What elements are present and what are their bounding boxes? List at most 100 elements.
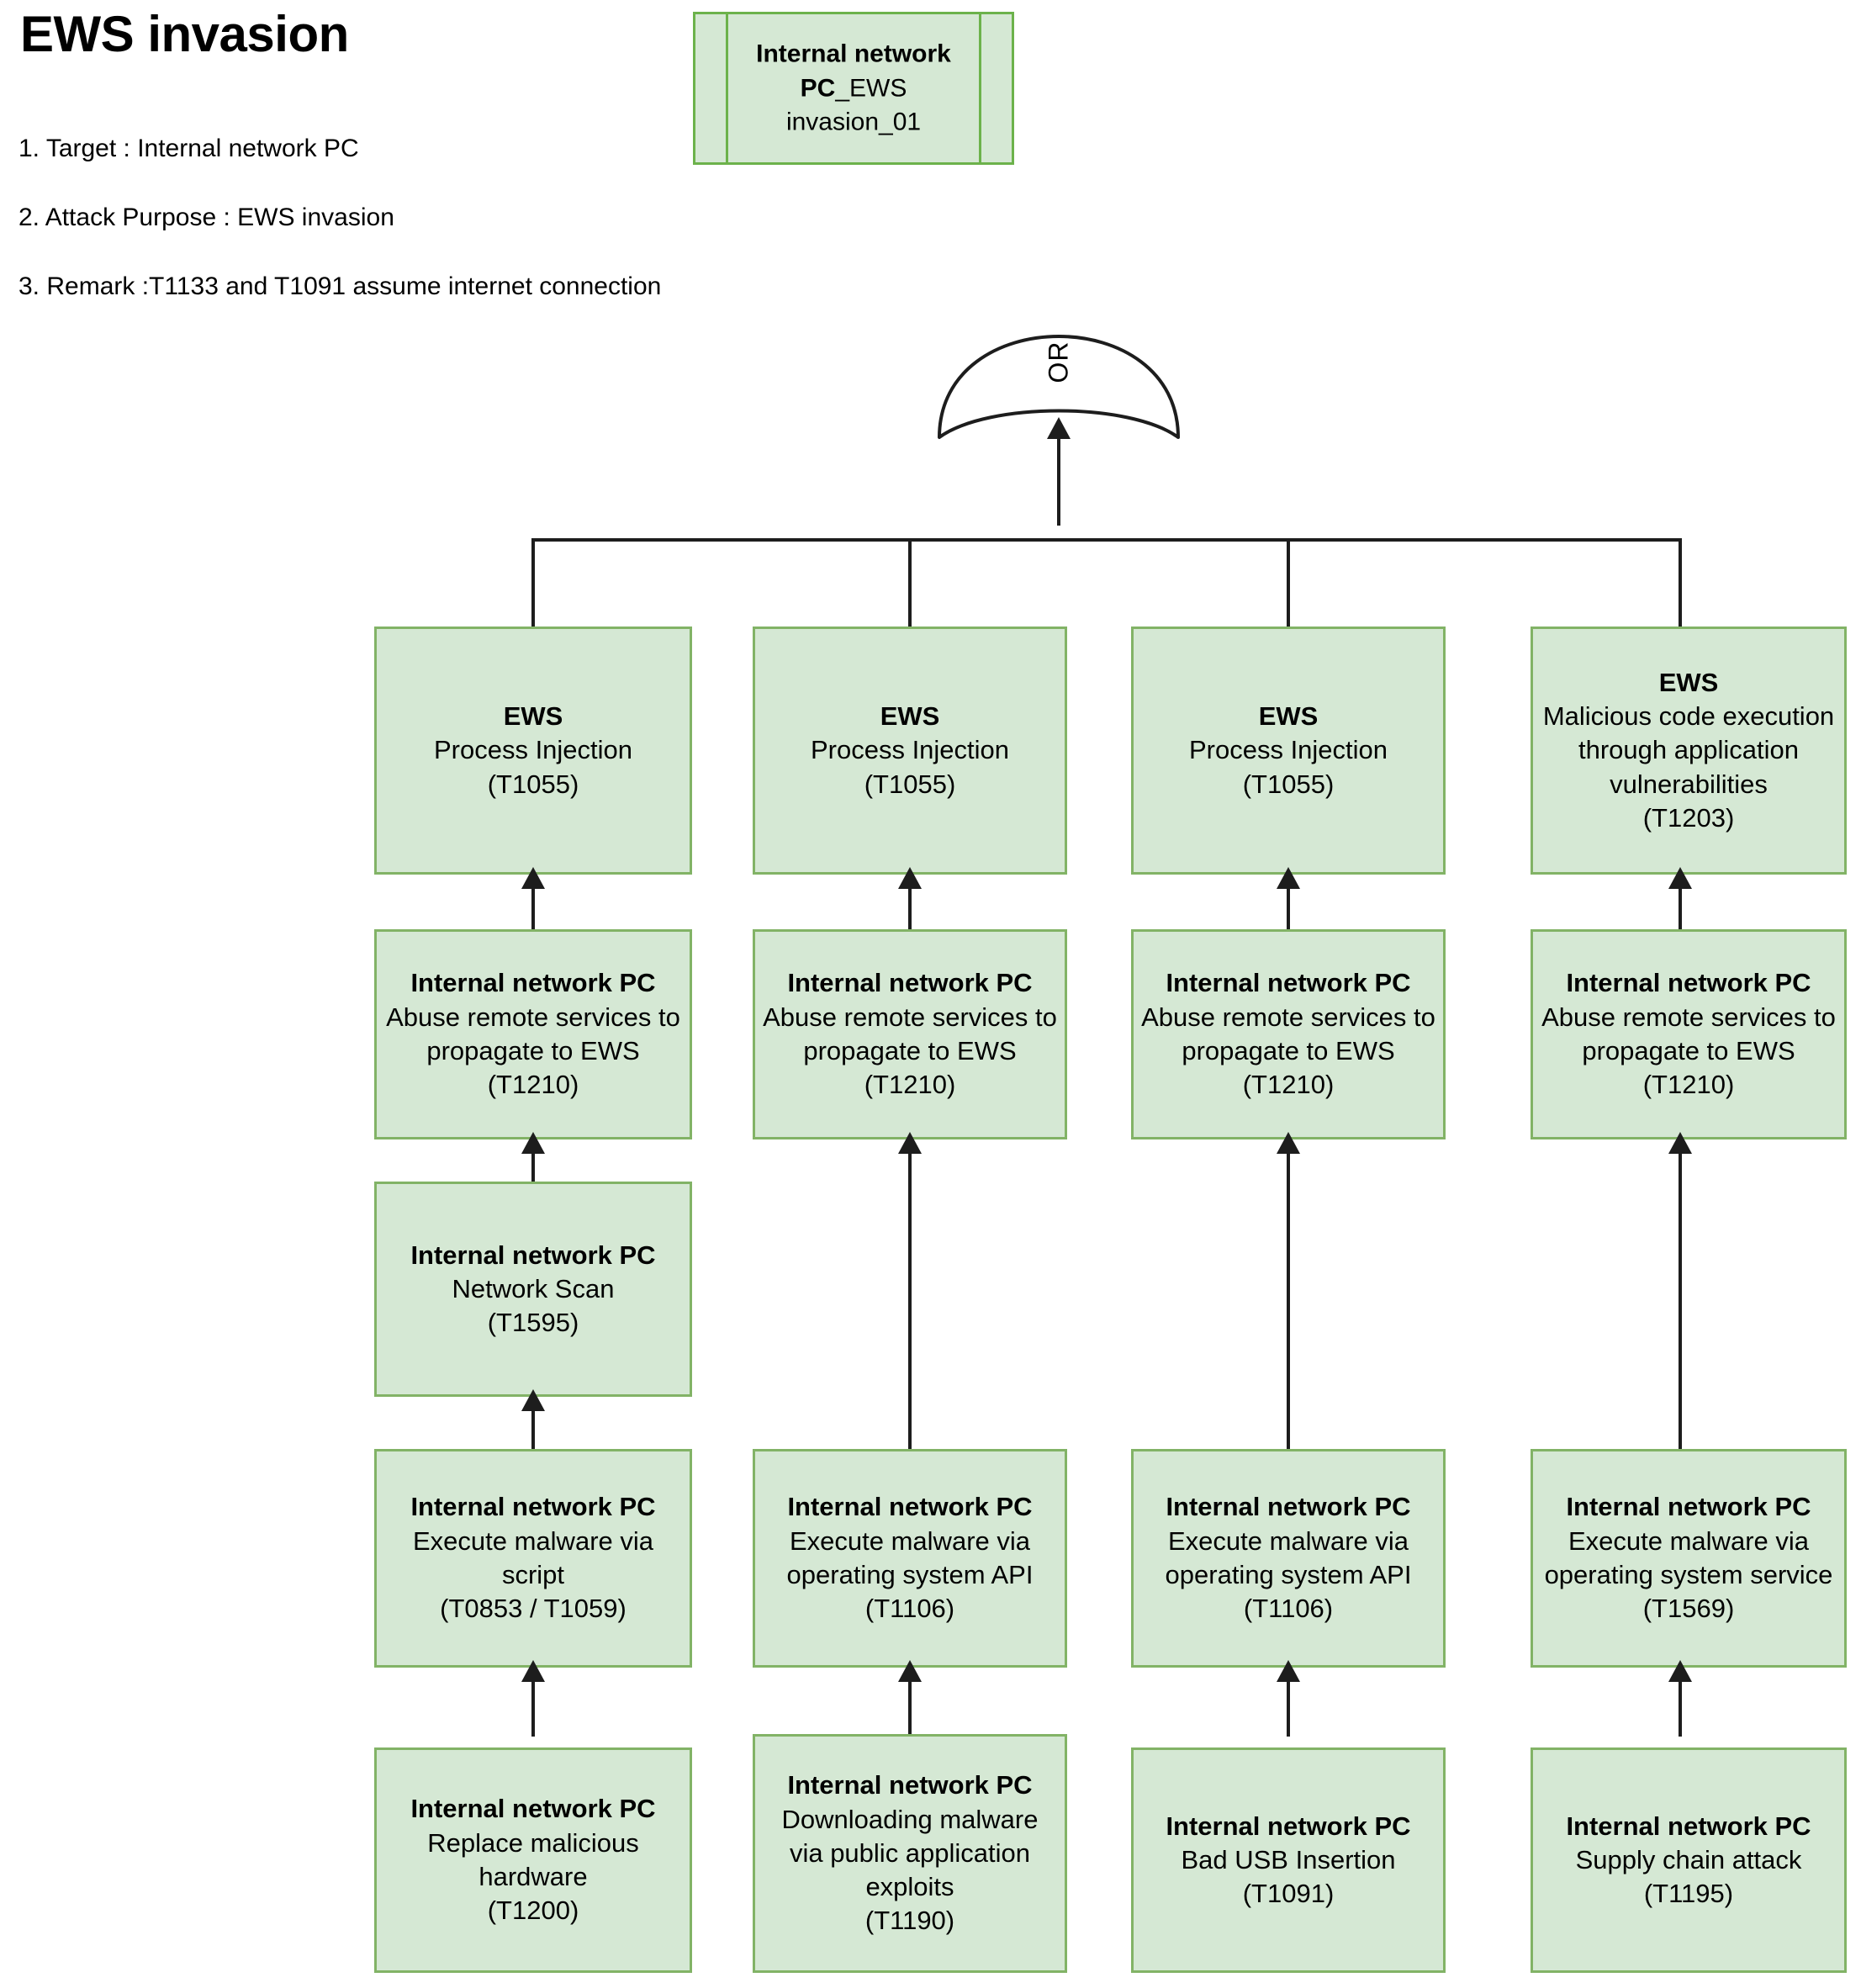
node-code: (T1569) (1642, 1594, 1735, 1624)
node-c2-r2[interactable]: Internal network PC Abuse remote service… (753, 929, 1067, 1139)
node-c3-r2-label: Internal network PC Abuse remote service… (1140, 966, 1436, 1102)
arrow-c4-r2-to-r1 (1668, 867, 1692, 889)
arrow-c3-r2-to-r1 (1277, 867, 1300, 889)
node-c2-r5[interactable]: Internal network PC Downloading malware … (753, 1734, 1067, 1973)
arrow-c1-r4-to-r3 (521, 1389, 545, 1411)
node-code: (T1210) (864, 1070, 956, 1100)
connector-c3-r5-to-r4 (1287, 1676, 1290, 1737)
root-node-ews-invasion[interactable]: Internal network PC_EWS invasion_01 (693, 12, 1014, 165)
node-actor: EWS (1658, 667, 1719, 697)
node-c2-r1[interactable]: EWS Process Injection (T1055) (753, 627, 1067, 875)
node-c4-r1-label: EWS Malicious code execution through app… (1540, 666, 1837, 835)
node-technique: Bad USB Insertion (1181, 1844, 1396, 1874)
node-actor: Internal network PC (1566, 1492, 1811, 1522)
node-technique: Process Injection (433, 735, 633, 765)
arrow-c3-r4-to-r2 (1277, 1132, 1300, 1154)
connector-c3-r4-to-r2 (1287, 1148, 1290, 1453)
note-attack-purpose: 2. Attack Purpose : EWS invasion (19, 204, 394, 231)
node-technique: Execute malware via script (412, 1525, 653, 1589)
bus-drop-col1 (531, 538, 535, 629)
node-actor: Internal network PC (1566, 1811, 1811, 1841)
node-c1-r4-label: Internal network PC Execute malware via … (383, 1490, 683, 1626)
node-code: (T1203) (1642, 802, 1735, 833)
node-c4-r4[interactable]: Internal network PC Execute malware via … (1531, 1449, 1847, 1668)
node-c3-r4[interactable]: Internal network PC Execute malware via … (1131, 1449, 1446, 1668)
root-node-line3: invasion_01 (785, 108, 922, 136)
or-gate: OR (936, 278, 1182, 446)
bus-drop-col3 (1287, 538, 1290, 629)
node-technique: Supply chain attack (1575, 1844, 1802, 1874)
node-technique: Execute malware via operating system API (1165, 1525, 1412, 1589)
arrow-c1-r3-to-r2 (521, 1132, 545, 1154)
root-node-line2-bold: PC (800, 73, 836, 102)
node-c1-r3[interactable]: Internal network PC Network Scan (T1595) (374, 1182, 692, 1397)
node-c4-r2[interactable]: Internal network PC Abuse remote service… (1531, 929, 1847, 1139)
node-code: (T1106) (1243, 1594, 1334, 1624)
node-code: (T1200) (487, 1895, 579, 1926)
arrow-c2-r4-to-r2 (898, 1132, 922, 1154)
node-c3-r1-label: EWS Process Injection (T1055) (1189, 700, 1388, 801)
node-c2-r2-label: Internal network PC Abuse remote service… (762, 966, 1058, 1102)
node-c1-r4[interactable]: Internal network PC Execute malware via … (374, 1449, 692, 1668)
node-technique: Abuse remote services to propagate to EW… (763, 1002, 1057, 1065)
node-technique: Network Scan (452, 1273, 615, 1303)
node-c3-r4-label: Internal network PC Execute malware via … (1140, 1490, 1436, 1626)
node-actor: EWS (880, 701, 940, 732)
node-c2-r1-label: EWS Process Injection (T1055) (811, 700, 1009, 801)
node-c3-r2[interactable]: Internal network PC Abuse remote service… (1131, 929, 1446, 1139)
connector-c1-r4-to-r3 (531, 1405, 535, 1453)
node-code: (T1210) (487, 1070, 579, 1100)
node-code: (T0853 / T1059) (440, 1594, 627, 1624)
arrow-c2-r2-to-r1 (898, 867, 922, 889)
node-technique: Replace malicious hardware (427, 1827, 639, 1891)
node-code: (T1195) (1643, 1879, 1734, 1909)
node-code: (T1210) (1242, 1070, 1335, 1100)
node-c1-r1[interactable]: EWS Process Injection (T1055) (374, 627, 692, 875)
node-c4-r1[interactable]: EWS Malicious code execution through app… (1531, 627, 1847, 875)
arrow-c2-r5-to-r4 (898, 1660, 922, 1682)
node-actor: Internal network PC (410, 1240, 656, 1270)
connector-c1-r5-to-r4 (531, 1676, 535, 1737)
node-actor: EWS (503, 701, 563, 732)
node-c2-r4[interactable]: Internal network PC Execute malware via … (753, 1449, 1067, 1668)
node-code: (T1210) (1642, 1070, 1735, 1100)
predefined-process-bar-left (726, 14, 728, 162)
node-c1-r1-label: EWS Process Injection (T1055) (434, 700, 632, 801)
node-c4-r2-label: Internal network PC Abuse remote service… (1540, 966, 1837, 1102)
node-technique: Execute malware via operating system ser… (1544, 1525, 1833, 1589)
arrow-c4-r4-to-r2 (1668, 1132, 1692, 1154)
note-remark: 3. Remark :T1133 and T1091 assume intern… (19, 272, 662, 300)
page-title: EWS invasion (20, 6, 349, 62)
arrow-c1-r5-to-r4 (521, 1660, 545, 1682)
node-code: (T1091) (1242, 1879, 1335, 1909)
bus-drop-col4 (1679, 538, 1682, 629)
connector-c1-r2-to-r1 (531, 883, 535, 933)
node-c3-r1[interactable]: EWS Process Injection (T1055) (1131, 627, 1446, 875)
note-target: 1. Target : Internal network PC (19, 135, 359, 162)
node-technique: Abuse remote services to propagate to EW… (386, 1002, 680, 1065)
node-actor: Internal network PC (1166, 1811, 1411, 1841)
or-gate-label: OR (1043, 341, 1074, 383)
node-c4-r5[interactable]: Internal network PC Supply chain attack … (1531, 1747, 1847, 1973)
node-c4-r5-label: Internal network PC Supply chain attack … (1566, 1810, 1811, 1911)
node-c1-r5[interactable]: Internal network PC Replace malicious ha… (374, 1747, 692, 1973)
node-actor: EWS (1258, 701, 1319, 732)
node-actor: Internal network PC (787, 968, 1033, 998)
or-gate-shape (938, 335, 1180, 439)
node-c1-r2[interactable]: Internal network PC Abuse remote service… (374, 929, 692, 1139)
node-code: (T1595) (487, 1308, 579, 1338)
node-c1-r3-label: Internal network PC Network Scan (T1595) (410, 1239, 655, 1340)
predefined-process-bar-right (979, 14, 981, 162)
node-c2-r5-label: Internal network PC Downloading malware … (762, 1769, 1058, 1938)
connector-c2-r4-to-r2 (908, 1148, 912, 1453)
arrow-c3-r5-to-r4 (1277, 1660, 1300, 1682)
root-node-line1: Internal network (756, 40, 951, 68)
connector-c4-r2-to-r1 (1679, 883, 1682, 933)
node-c3-r5[interactable]: Internal network PC Bad USB Insertion (T… (1131, 1747, 1446, 1973)
node-c3-r5-label: Internal network PC Bad USB Insertion (T… (1166, 1810, 1410, 1911)
connector-c2-r2-to-r1 (908, 883, 912, 933)
node-c2-r4-label: Internal network PC Execute malware via … (762, 1490, 1058, 1626)
node-c4-r4-label: Internal network PC Execute malware via … (1540, 1490, 1837, 1626)
node-technique: Process Injection (1188, 735, 1388, 765)
